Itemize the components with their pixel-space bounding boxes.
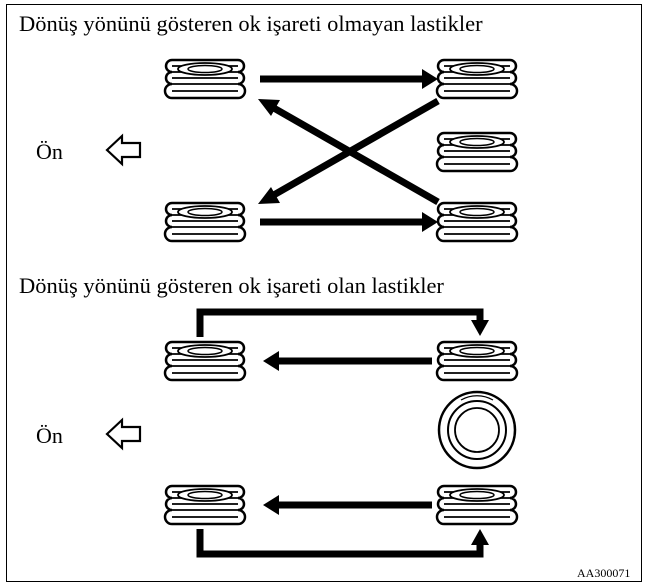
section-2-front-label: Ön [36,423,63,448]
front-arrow-icon-1 [105,134,142,166]
arrowhead-2c [263,495,279,515]
arrowhead-1b [422,212,438,232]
rotation-arrow-2a [196,308,484,337]
section-1-front-label: Ön [36,139,63,164]
arrowhead-2b [263,351,279,371]
rotation-arrow-2d [196,529,484,558]
section-2-caption: Dönüş yönünü gösteren ok işareti olan la… [19,273,444,298]
tire-rear-left-1 [435,58,519,100]
tire-front-left-1 [163,58,247,100]
section-2-tires [163,340,519,526]
arrowhead-1d [258,187,280,204]
section-1-arrows [258,69,440,232]
arrowhead-2d [471,529,489,545]
figure-id: AA300071 [577,566,631,580]
tire-front-left-2 [163,340,247,382]
tire-rear-right-2 [435,484,519,526]
tire-front-right-2 [163,484,247,526]
arrowhead-1c [258,99,280,116]
tire-rear-left-2 [435,340,519,382]
arrowhead-2a [471,320,489,336]
tire-front-right-1 [163,201,247,243]
arrowhead-1a [422,69,438,89]
spare-tire-1 [435,131,519,173]
rotation-arrow-1d [270,97,440,200]
section-2-arrows [196,308,489,558]
front-arrow-icon-2 [105,418,142,450]
section-1-caption: Dönüş yönünü gösteren ok işareti olmayan… [19,11,483,36]
figure-frame [6,4,642,582]
rotation-arrow-1c [270,103,440,206]
tire-rear-right-1 [435,201,519,243]
spare-tire-2 [437,390,517,470]
